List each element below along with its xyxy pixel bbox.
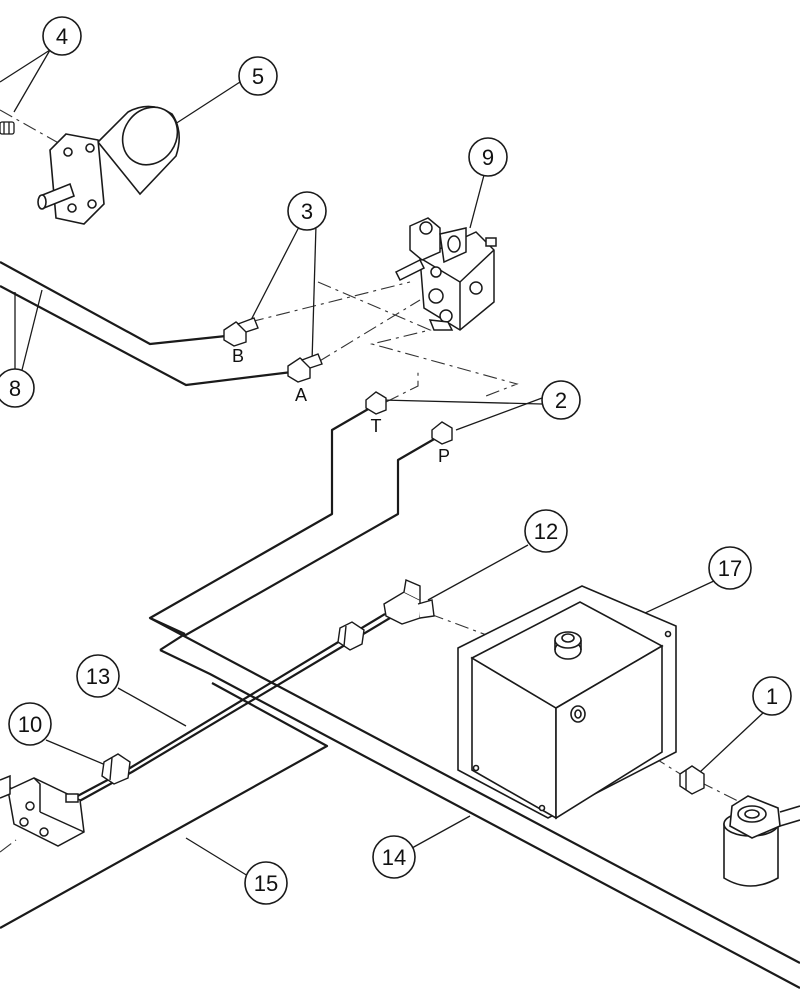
filter [723,795,800,887]
fitting-p [431,421,453,445]
hose-15 [0,682,329,929]
callout-label-2: 2 [555,388,567,413]
leader-12 [427,544,529,601]
callout-label-9: 9 [482,145,494,170]
centerline-filter [699,781,749,807]
callout-circle-10 [8,702,52,746]
hose-clamp-upper [337,621,365,651]
hose-14 [149,617,800,989]
callout-circle-14 [372,835,416,879]
callout-label-17: 17 [718,556,742,581]
leader-10 [45,739,109,767]
hose-clamp-part-10 [101,753,131,785]
port-label-a: A [295,385,307,405]
elbow-part-12 [383,579,435,625]
centerline-valve [317,281,519,397]
leader-4a [13,49,51,113]
hose-12-10 [69,613,386,801]
hose-8-lower [0,285,293,387]
callout-circle-5 [238,56,278,96]
callout-circle-2 [541,380,581,420]
leader-4b [0,49,51,83]
callout-circle-4 [42,16,82,56]
leader-5 [171,81,241,127]
leader-3b [311,224,317,363]
callout-circle-15 [244,861,288,905]
hose-lines [0,261,800,989]
fitting-t [365,391,387,415]
hose-12-10-b [73,617,391,805]
centerline-b [249,281,411,323]
callout-labels: 4 5 9 3 8 2 12 17 1 13 10 14 15 [9,24,778,896]
fitting-part-1 [679,765,705,795]
leader-13 [117,687,187,727]
fitting-b [223,317,259,347]
hose-p [183,437,437,637]
leader-15 [185,837,249,877]
callout-circle-12 [524,509,568,553]
leader-3a [249,224,301,323]
callout-circles [0,16,792,905]
centerline-a [317,299,421,363]
centerline-t [385,370,419,403]
leader-9 [469,174,485,229]
callout-circle-17 [708,546,752,590]
motor-part-5 [37,105,180,225]
valve-part-9 [394,217,497,331]
port-label-b: B [232,346,244,366]
callout-label-12: 12 [534,519,558,544]
callout-circle-3 [287,191,327,231]
leader-2b [379,399,543,405]
callout-circle-1 [752,676,792,716]
callout-circle-13 [76,654,120,698]
callout-label-5: 5 [252,64,264,89]
callout-label-3: 3 [301,199,313,224]
leader-8b [21,289,43,371]
callout-label-1: 1 [766,684,778,709]
callout-label-14: 14 [382,845,406,870]
callout-circle-8 [0,368,35,408]
hose-t [148,407,371,636]
port-label-t: T [371,416,382,436]
port-labels: B A T P [232,346,450,466]
callout-label-13: 13 [86,664,110,689]
leader-1 [699,711,765,773]
callout-label-10: 10 [18,712,42,737]
tank-part-17 [457,585,677,820]
callout-label-8: 8 [9,376,21,401]
callout-circle-9 [468,137,508,177]
leader-lines [0,49,765,877]
port-label-p: P [438,446,450,466]
hose-8-upper [0,261,227,346]
leader-14 [411,815,471,849]
callout-label-15: 15 [254,871,278,896]
pump [0,774,85,847]
callout-label-4: 4 [56,24,68,49]
fitting-part-4 [0,121,15,135]
fitting-a [287,353,323,383]
